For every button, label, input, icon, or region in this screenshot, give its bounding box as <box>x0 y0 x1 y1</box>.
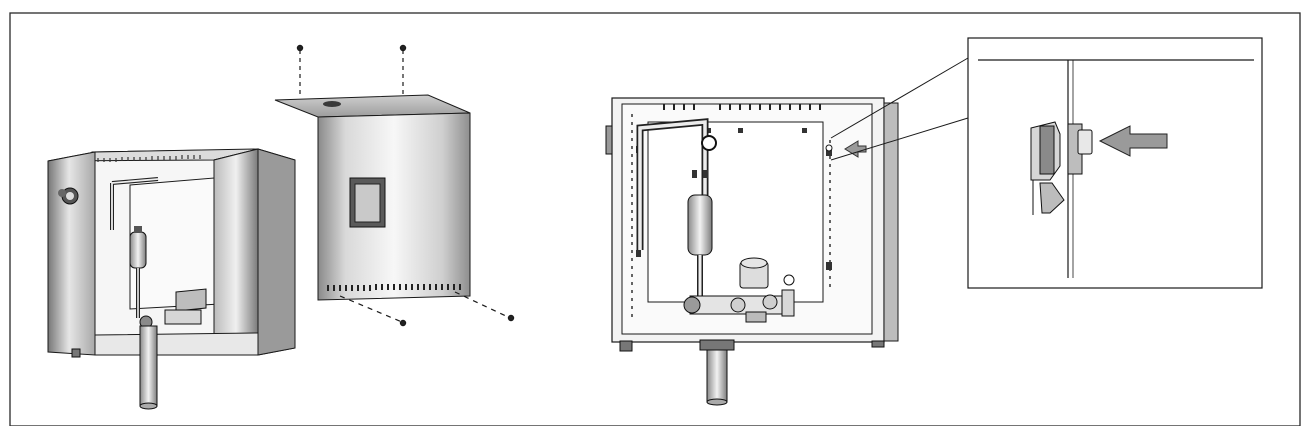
screw-icon <box>507 314 515 322</box>
housing-box <box>47 148 296 410</box>
screw-icon <box>399 44 407 52</box>
front-cover-panel <box>274 94 471 301</box>
figure-frame <box>9 12 1301 426</box>
detail-callout <box>967 37 1263 289</box>
assembled-view <box>605 97 899 406</box>
insert-arrow-icon <box>1098 125 1168 157</box>
exploded-view <box>47 44 515 410</box>
screw-icon <box>399 319 407 327</box>
screws <box>296 44 515 327</box>
screw-icon <box>296 44 304 52</box>
pointer-arrow-icon <box>844 140 867 158</box>
callout-lines <box>825 57 969 161</box>
